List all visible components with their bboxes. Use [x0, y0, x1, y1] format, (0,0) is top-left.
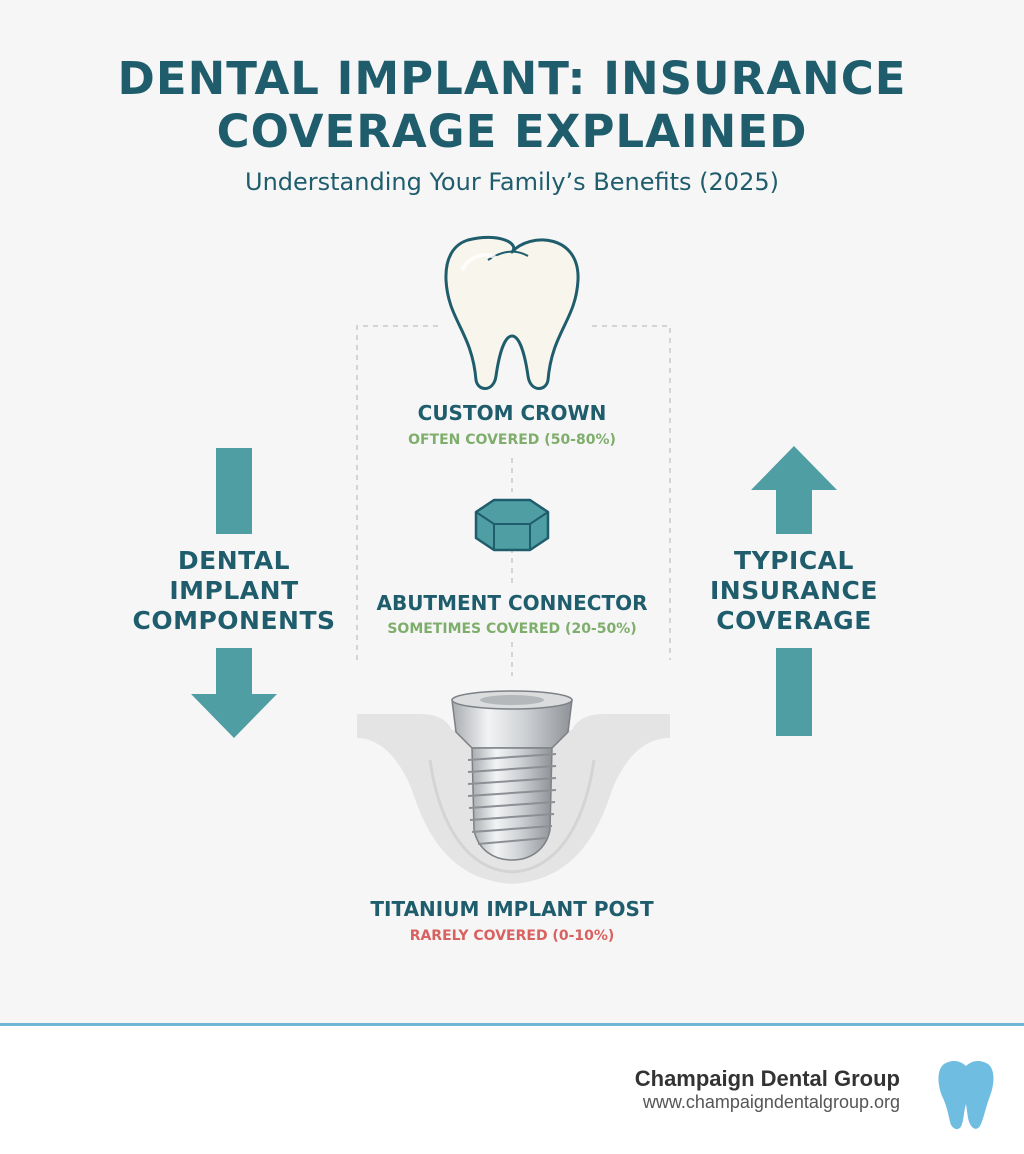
page-title: DENTAL IMPLANT: INSURANCE COVERAGE EXPLA… — [0, 52, 1024, 158]
right-side-label: TYPICAL INSURANCE COVERAGE — [684, 546, 904, 636]
footer-divider — [0, 1023, 1024, 1026]
crown-label: CUSTOM CROWN — [417, 401, 607, 425]
abutment-label: ABUTMENT CONNECTOR — [376, 591, 648, 615]
up-arrow-icon — [751, 446, 837, 736]
right-label-line-1: TYPICAL — [734, 546, 854, 575]
right-label-line-3: COVERAGE — [716, 606, 872, 635]
left-label-line-3: COMPONENTS — [132, 606, 336, 635]
implant-post-label: TITANIUM IMPLANT POST — [370, 897, 654, 921]
abutment-hexagon-icon — [474, 498, 550, 552]
left-label-line-2: IMPLANT — [169, 576, 299, 605]
left-label-line-1: DENTAL — [177, 546, 291, 575]
brand-name: Champaign Dental Group — [634, 1066, 900, 1091]
down-arrow-icon — [191, 448, 277, 738]
left-side-label: DENTAL IMPLANT COMPONENTS — [124, 546, 344, 636]
crown-coverage: OFTEN COVERED (50-80%) — [408, 432, 616, 448]
dashed-guides — [356, 325, 671, 676]
page-subtitle: Understanding Your Family’s Benefits (20… — [245, 168, 779, 196]
title-line-1: DENTAL IMPLANT: INSURANCE — [117, 52, 907, 105]
tooth-crown-icon — [444, 235, 580, 390]
footer — [0, 1026, 1024, 1154]
title-line-2: COVERAGE EXPLAINED — [216, 105, 808, 158]
implant-post-coverage: RARELY COVERED (0-10%) — [409, 928, 615, 944]
titanium-implant-post-icon — [451, 690, 573, 861]
brand-url[interactable]: www.champaigndentalgroup.org — [642, 1092, 900, 1112]
abutment-coverage: SOMETIMES COVERED (20-50%) — [387, 621, 637, 637]
right-label-line-2: INSURANCE — [710, 576, 878, 605]
